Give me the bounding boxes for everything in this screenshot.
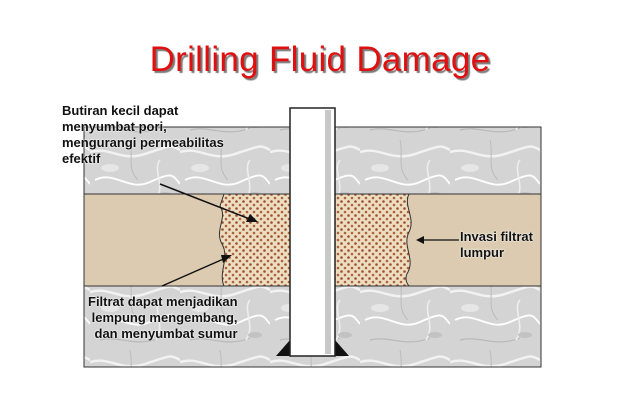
pore-plugging-arrow — [159, 183, 256, 222]
filtrate-invasion-arrowhead — [416, 236, 424, 244]
clay-swelling-annotation: Filtrat dapat menjadikan lempung mengemb… — [88, 294, 238, 342]
pore-plugging-annotation: Butiran kecil dapat menyumbat pori, meng… — [62, 103, 224, 167]
pore-plugging-arrowhead — [246, 214, 258, 222]
annotation-line: menyumbat pori, — [62, 119, 167, 134]
page-title: Drilling Fluid Damage — [149, 40, 491, 79]
filtrate-invasion-annotation: Invasi filtrat lumpur — [460, 229, 533, 261]
annotation-line: Invasi filtrat — [460, 229, 533, 244]
annotation-line: dan menyumbat sumur — [94, 326, 238, 341]
invaded-zone-right — [334, 193, 412, 287]
invaded-zone-left — [218, 193, 291, 287]
annotation-line: lempung mengembang, — [91, 310, 238, 325]
annotation-line: Butiran kecil dapat — [62, 103, 179, 118]
annotation-line: mengurangi permeabilitas — [62, 135, 224, 150]
clay-swelling-arrowhead — [221, 255, 232, 263]
annotation-line: lumpur — [460, 245, 505, 260]
annotation-line: Filtrat dapat menjadikan — [88, 294, 238, 309]
clay-swelling-arrow — [161, 256, 229, 287]
annotation-line: efektif — [62, 151, 101, 166]
